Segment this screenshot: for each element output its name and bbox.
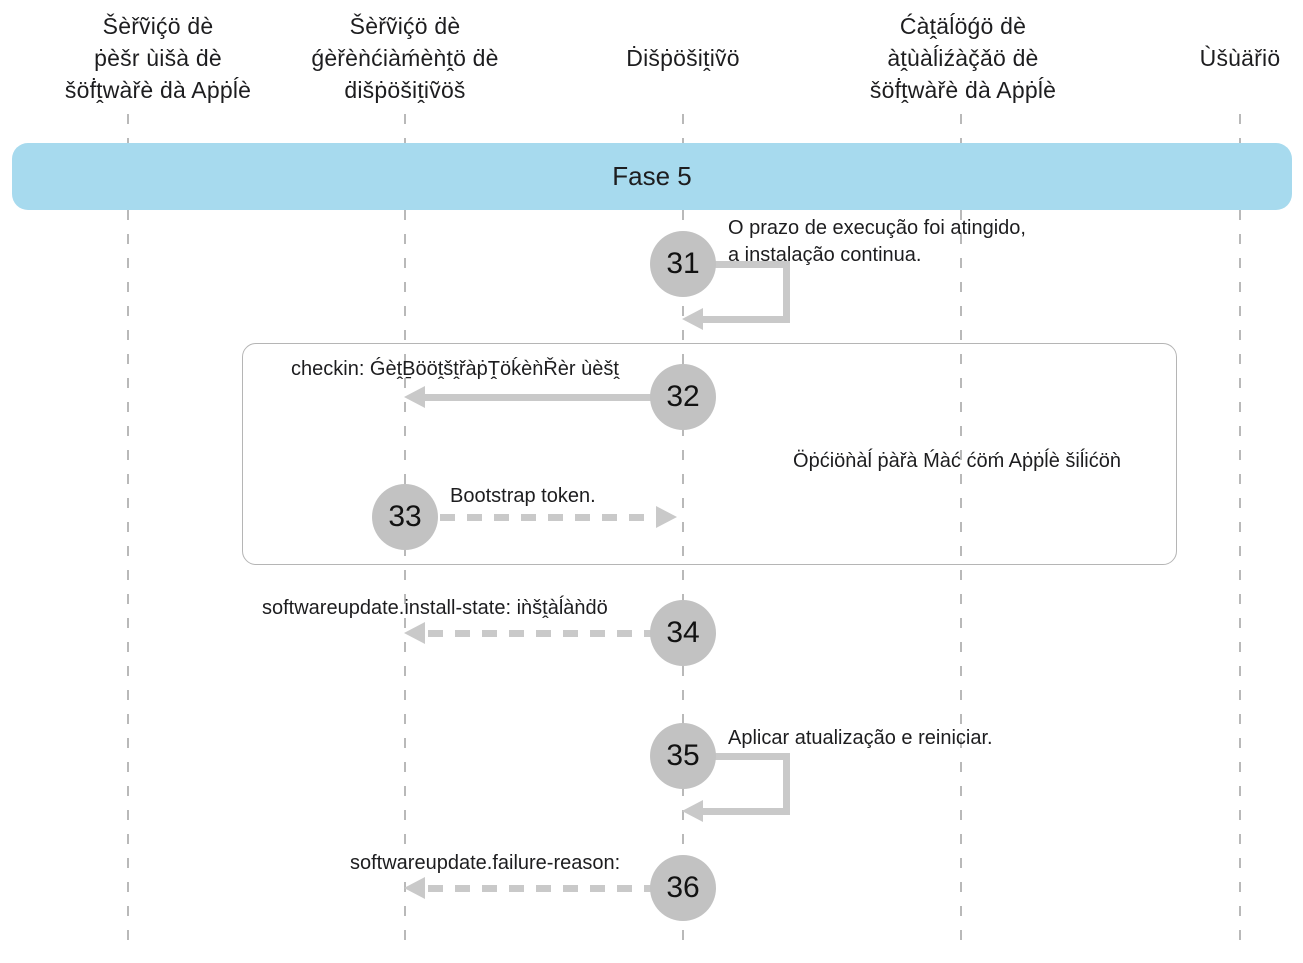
step-number: 36 xyxy=(666,871,700,904)
step-31-label: O prazo de execução foi atingido, a inst… xyxy=(728,215,1026,269)
lane-header-line: Šèřṽiḉö ḋè xyxy=(349,13,461,39)
step-35-loop-top-segment xyxy=(683,753,790,760)
step-33-label: Bootstrap token. xyxy=(450,485,596,507)
step-31-loop-bottom-segment xyxy=(700,316,790,323)
step-31-circle: 31 xyxy=(650,231,716,297)
step-31-loop-vertical-segment xyxy=(783,261,790,323)
step-33-arrowhead-right-icon xyxy=(656,506,677,528)
step-36-circle: 36 xyxy=(650,855,716,921)
step-35-label: Aplicar atualização e reiniciar. xyxy=(728,727,993,749)
lane-header-line: ǵèřèǹćiàḿèǹṱö ḋè xyxy=(311,45,499,71)
lane-header-line: Šèřṽiḉö ḋè xyxy=(102,13,214,39)
step-32-arrowhead-left-icon xyxy=(404,386,425,408)
step-32-circle: 32 xyxy=(650,364,716,430)
step-31-arrowhead-left-icon xyxy=(682,308,703,330)
optional-group-box xyxy=(242,343,1177,565)
step-34-arrowhead-left-icon xyxy=(404,622,425,644)
step-35-loop-vertical-segment xyxy=(783,753,790,815)
optional-group-box-caption: Öṗćiöǹàĺ ṗàřà Ḿàć ćöḿ Aṗṗĺè šiĺićöǹ xyxy=(793,450,1121,472)
lifeline-software-lookup-service xyxy=(127,114,129,950)
phase-banner-label: Fase 5 xyxy=(612,161,692,191)
lifeline-user xyxy=(1239,114,1241,950)
step-36-arrow-line xyxy=(428,885,652,892)
lane-header-software-update-catalog: Ćàṱäĺöǵö ḋè àṱùàĺiźàç̌ǎö ḋè šöḟṱwàřè ḋà … xyxy=(823,6,1103,110)
step-31-loop-top-segment xyxy=(683,261,790,268)
lane-header-line: ḋišṗöšiṱiṽöš xyxy=(344,77,466,103)
step-31-label-line1: O prazo de execução foi atingido, xyxy=(728,217,1026,239)
step-32-arrow-line xyxy=(418,394,680,401)
lifeline-software-update-catalog xyxy=(960,114,962,950)
lane-header-device: Ḋišṗöšiṱiṽö xyxy=(543,6,823,110)
step-36-arrowhead-left-icon xyxy=(404,877,425,899)
step-35-circle: 35 xyxy=(650,723,716,789)
step-35-arrowhead-left-icon xyxy=(682,800,703,822)
step-31-label-line2: a instalação continua. xyxy=(728,244,922,266)
step-36-label: softwareupdate.failure-reason: xyxy=(350,852,621,874)
lane-header-line: àṱùàĺiźàç̌ǎö ḋè xyxy=(887,45,1039,71)
step-34-label: softwareupdate.install-state: iǹšṱàĺàǹḋö xyxy=(262,597,608,619)
lane-header-software-lookup-service: Šèřṽiḉö ḋè ṗèšr ùišà ḋè šöḟṱwàřè ḋà Aṗṗĺ… xyxy=(18,6,298,110)
step-number: 31 xyxy=(666,247,700,280)
step-number: 34 xyxy=(666,616,700,649)
step-number: 33 xyxy=(388,500,422,533)
step-34-circle: 34 xyxy=(650,600,716,666)
lane-header-line: šöḟṱwàřè ḋà Aṗṗĺè xyxy=(64,77,252,103)
lane-header-line: Ùšùäřiö xyxy=(1199,45,1281,71)
lane-header-user: Ùšùäřiö xyxy=(1110,6,1303,110)
step-32-label: checkin: ǴèṱḆööṱšṱřàṗṰöḱèǹŘèr ùèšṱ xyxy=(291,358,619,380)
step-number: 35 xyxy=(666,739,700,772)
lane-header-line: ṗèšr ùišà ḋè xyxy=(94,45,222,71)
lane-header-device-management-service: Šèřṽiḉö ḋè ǵèřèǹćiàḿèǹṱö ḋè ḋišṗöšiṱiṽöš xyxy=(265,6,545,110)
step-35-loop-bottom-segment xyxy=(700,808,790,815)
lifeline-device xyxy=(682,114,684,950)
step-number: 32 xyxy=(666,380,700,413)
lane-header-line: šöḟṱwàřè ḋà Aṗṗĺè xyxy=(869,77,1057,103)
step-34-arrow-line xyxy=(428,630,652,637)
lane-header-line: Ćàṱäĺöǵö ḋè xyxy=(899,13,1027,39)
lane-header-line: Ḋišṗöšiṱiṽö xyxy=(626,45,740,71)
step-33-arrow-line xyxy=(440,514,656,521)
step-33-circle: 33 xyxy=(372,484,438,550)
phase-banner: Fase 5 xyxy=(12,143,1292,210)
